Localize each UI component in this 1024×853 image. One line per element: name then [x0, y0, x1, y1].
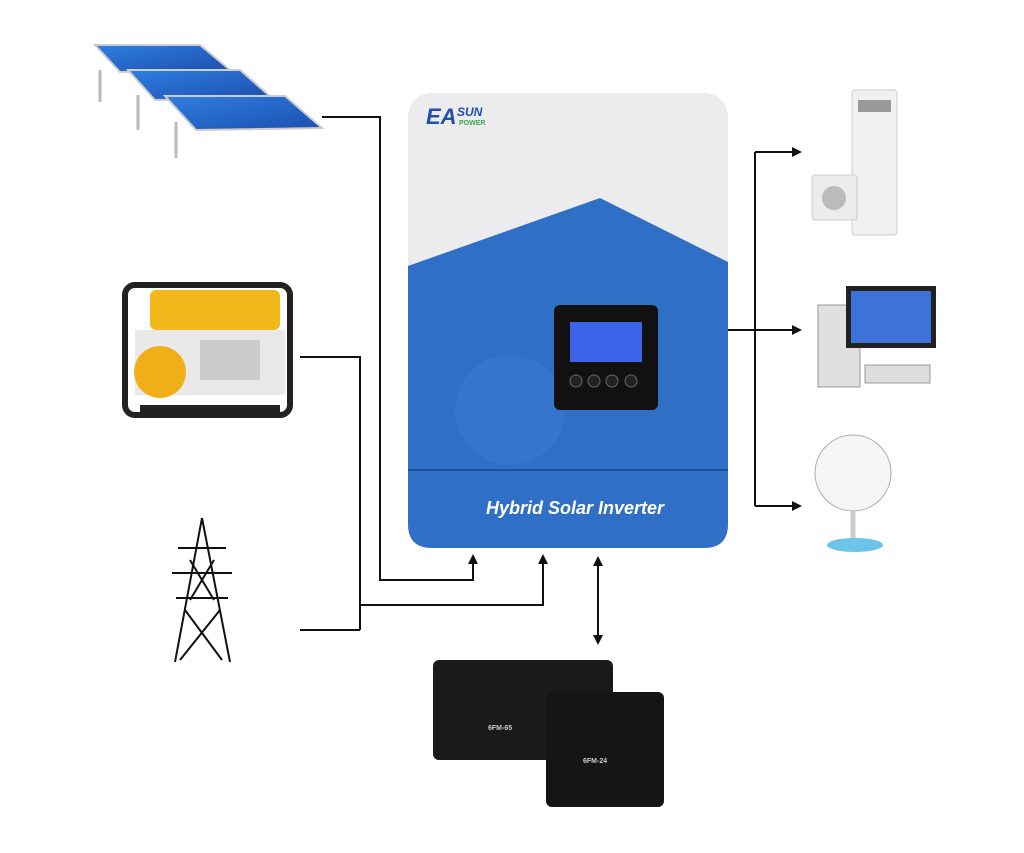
desktop-computer-icon: [817, 286, 936, 388]
panel-button[interactable]: [624, 374, 638, 388]
connection-lines: [300, 116, 802, 645]
electric-fan-icon: [814, 434, 892, 552]
panel-button[interactable]: [605, 374, 619, 388]
panel-button[interactable]: [569, 374, 583, 388]
small-battery-label: 6FM-24: [583, 758, 607, 765]
generator-icon: [122, 282, 293, 418]
lcd-control-panel: [554, 305, 658, 410]
svg-text:SUN: SUN: [457, 105, 483, 119]
air-conditioner-and-washer-icon: [811, 89, 898, 236]
hybrid-inverter: EA SUN POWER Hybrid Solar Inverter: [408, 93, 728, 548]
large-battery-label: 6FM-65: [488, 725, 512, 732]
generator-line: [300, 356, 361, 630]
ac-input-line: [360, 554, 548, 606]
svg-text:EA: EA: [426, 104, 457, 129]
batteries-icon: 6FM-65 6FM-24: [433, 660, 664, 807]
solar-panels-icon: [92, 44, 325, 158]
output-trunk: [728, 152, 756, 506]
panel-button[interactable]: [587, 374, 601, 388]
power-grid-tower-icon: [172, 517, 232, 663]
watermark-logo-icon: [455, 355, 565, 465]
lcd-screen: [570, 322, 642, 362]
solar-line: [322, 116, 478, 581]
inverter-label: Hybrid Solar Inverter: [486, 498, 665, 518]
easun-logo: EA SUN POWER: [426, 104, 485, 129]
svg-text:POWER: POWER: [459, 120, 485, 127]
